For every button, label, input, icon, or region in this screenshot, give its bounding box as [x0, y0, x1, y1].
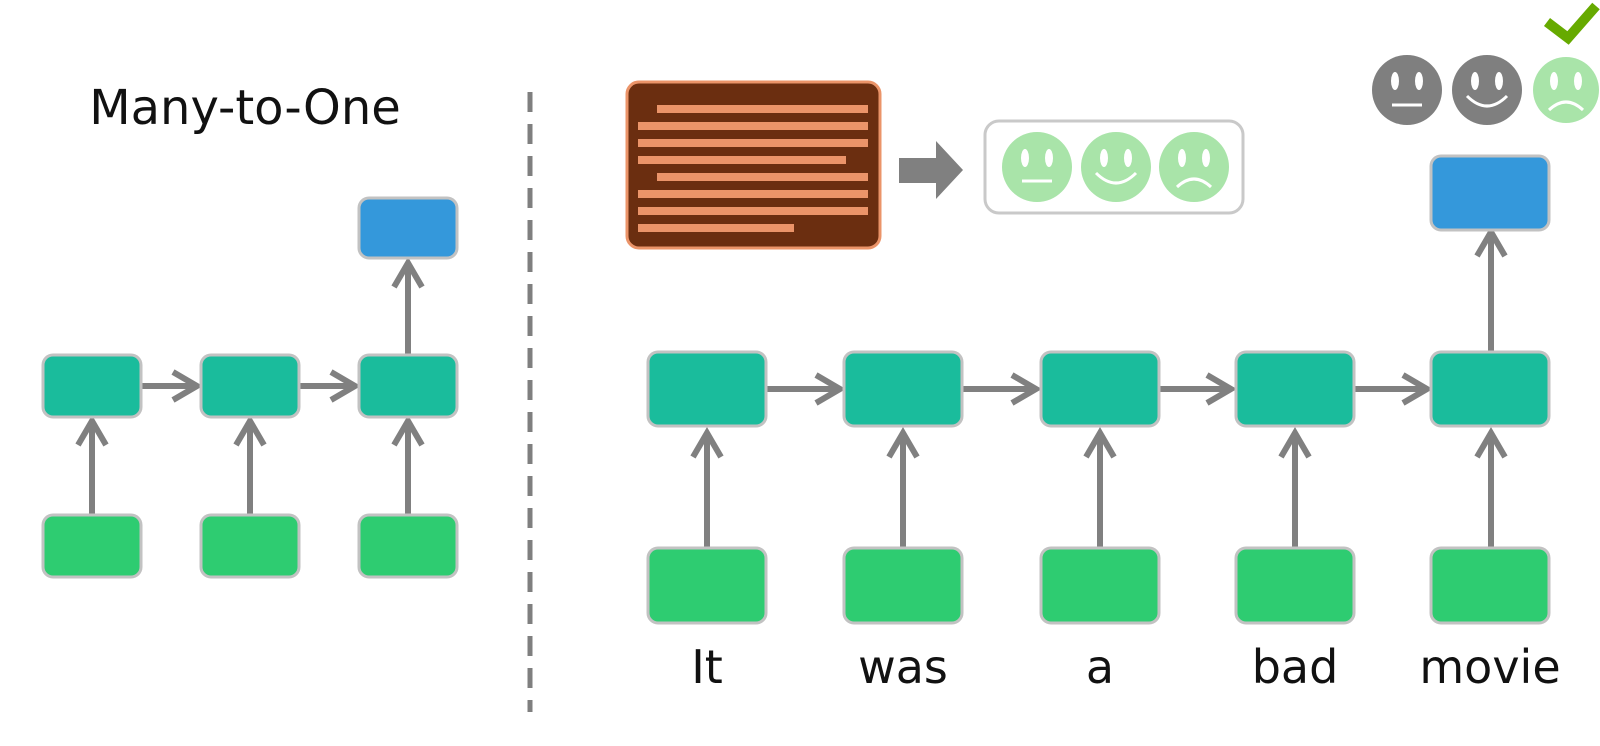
neutral-face-icon — [1002, 132, 1072, 202]
output-sad-face-icon — [1533, 57, 1599, 123]
input-word-5: movie — [1419, 640, 1561, 694]
output-neutral-face-icon — [1372, 55, 1442, 125]
small-rnn-cell-3 — [357, 353, 459, 419]
main-rnn-arrows — [690, 226, 1508, 548]
sad-face-icon — [1159, 132, 1229, 202]
main-output-cell — [1429, 154, 1551, 232]
main-rnn-cell-1 — [646, 350, 768, 428]
input-word-4: bad — [1251, 640, 1339, 694]
main-rnn-cell-4 — [1234, 350, 1356, 428]
small-rnn-cell-2 — [199, 353, 301, 419]
output-happy-face-icon — [1452, 55, 1522, 125]
small-input-cell-2 — [199, 513, 301, 579]
input-word-2: was — [858, 640, 948, 694]
happy-face-icon — [1081, 132, 1151, 202]
arrow-right-icon — [899, 141, 963, 199]
input-word-3: a — [1085, 640, 1115, 694]
document-icon — [625, 80, 882, 250]
small-rnn-cell-1 — [41, 353, 143, 419]
diagram-title: Many-to-One — [89, 80, 401, 136]
check-icon — [1543, 2, 1600, 45]
main-input-cell-5 — [1429, 546, 1551, 625]
main-input-cell-4 — [1234, 546, 1356, 625]
main-rnn-cell-5 — [1429, 350, 1551, 428]
main-input-cell-1 — [646, 546, 768, 625]
small-input-cell-1 — [41, 513, 143, 579]
main-rnn-cell-3 — [1039, 350, 1161, 428]
small-schematic — [41, 196, 459, 579]
main-input-cell-2 — [842, 546, 964, 625]
main-rnn-cell-2 — [842, 350, 964, 428]
small-output-cell — [357, 196, 459, 260]
main-input-cell-3 — [1039, 546, 1161, 625]
small-schematic-arrows — [75, 257, 425, 515]
input-word-1: It — [691, 640, 723, 694]
small-input-cell-3 — [357, 513, 459, 579]
